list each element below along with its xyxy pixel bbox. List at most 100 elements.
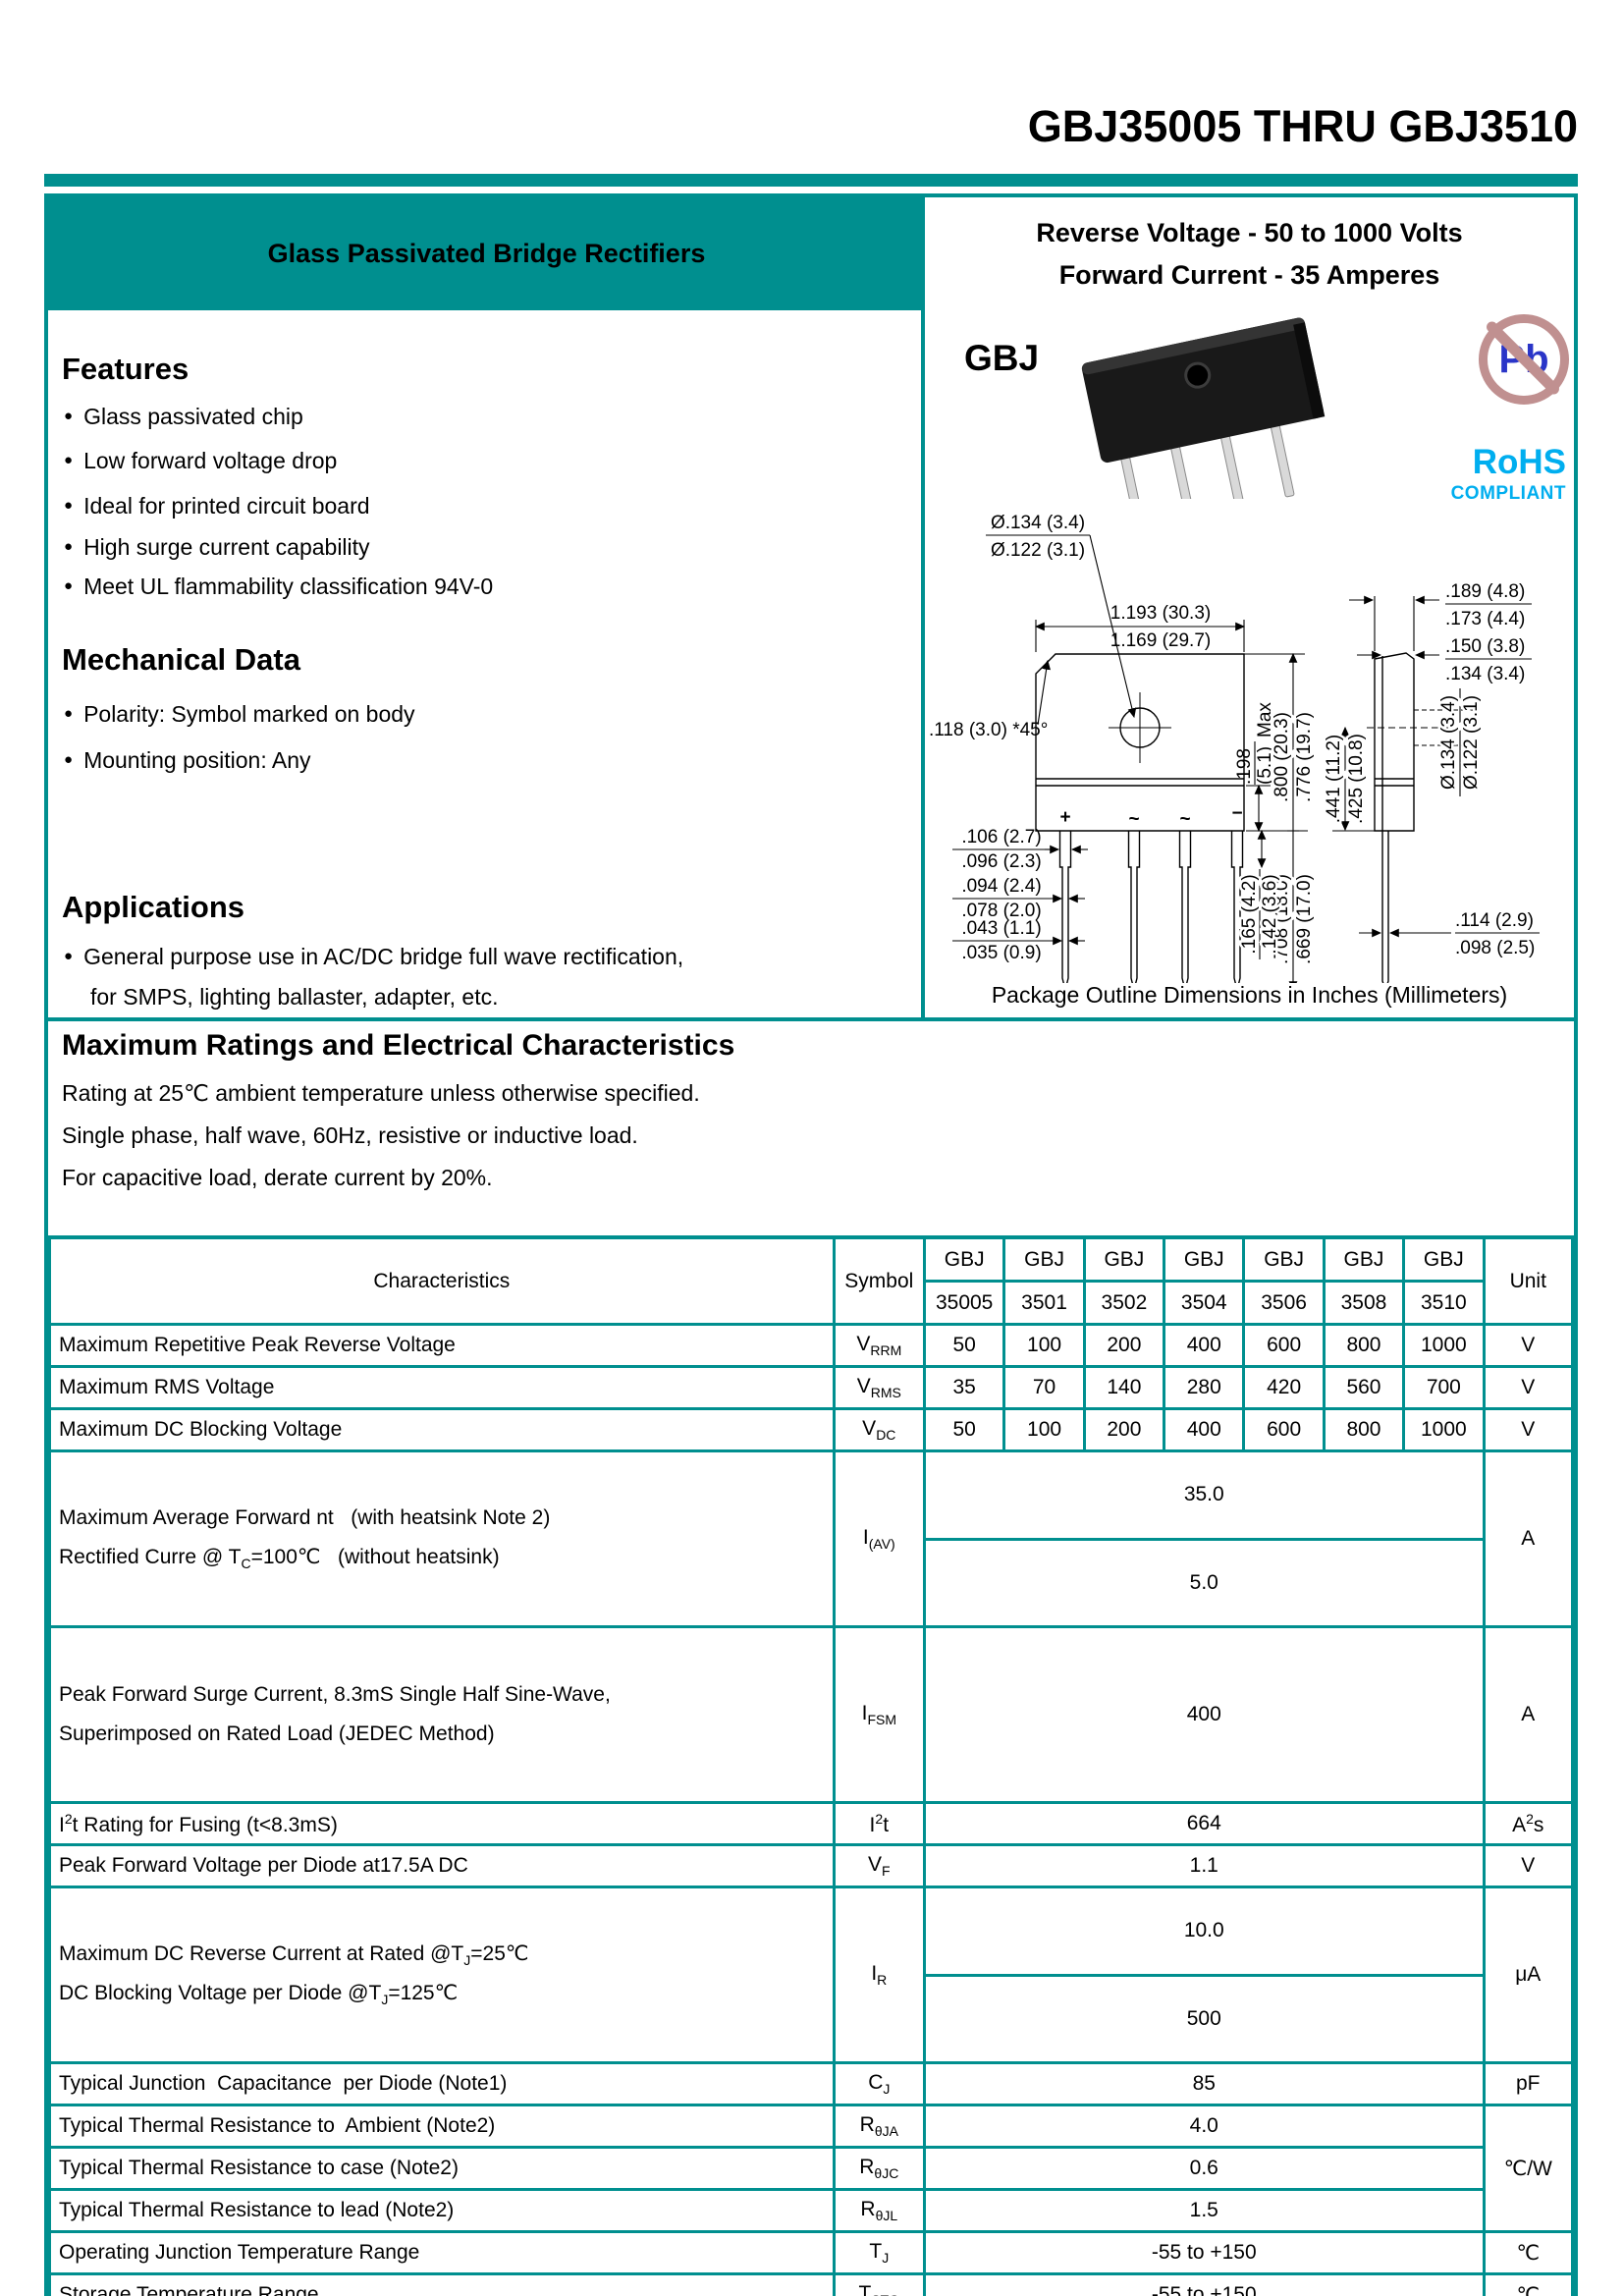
svg-text:.043 (1.1): .043 (1.1)	[961, 918, 1041, 939]
ratings-section: Maximum Ratings and Electrical Character…	[48, 1017, 1574, 1235]
svg-text:Ø.122 (3.1): Ø.122 (3.1)	[991, 540, 1085, 561]
package-name: GBJ	[964, 338, 1040, 378]
symbol-cell: VDC	[832, 1407, 927, 1452]
svg-text:.189 (4.8): .189 (4.8)	[1445, 581, 1525, 602]
svg-text:.098 (2.5): .098 (2.5)	[1455, 938, 1535, 958]
svg-text:1.193 (30.3): 1.193 (30.3)	[1110, 603, 1211, 624]
symbol-cell: VF	[832, 1843, 927, 1888]
mechanical-item: Polarity: Symbol marked on body	[64, 701, 415, 728]
svg-text:.096 (2.3): .096 (2.3)	[961, 851, 1041, 872]
svg-text:.094 (2.4): .094 (2.4)	[961, 876, 1041, 897]
svg-text:Ø.134 (3.4): Ø.134 (3.4)	[1438, 695, 1459, 790]
package-caption: Package Outline Dimensions in Inches (Mi…	[991, 982, 1508, 1008]
col-unit: Unit	[1482, 1235, 1575, 1326]
feature-item: Meet UL flammability classification 94V-…	[64, 574, 493, 600]
table-row-tj: Operating Junction Temperature Range TJ …	[48, 2230, 1575, 2275]
symbol-cell: RθJL	[832, 2188, 927, 2233]
front-view	[1035, 653, 1245, 983]
table-row-i2t: I2t Rating for Fusing (t<8.3mS) I2t 664 …	[48, 1801, 1575, 1846]
symbol-cell: RθJA	[832, 2104, 927, 2149]
package-leads	[1119, 417, 1295, 499]
svg-text:.708 (18.0): .708 (18.0)	[1272, 874, 1292, 964]
table-row-cj: Typical Junction Capacitance per Diode (…	[48, 2061, 1575, 2106]
ratings-summary: Reverse Voltage - 50 to 1000 Volts Forwa…	[925, 197, 1574, 310]
side-dimension-lines	[1332, 595, 1540, 938]
feature-item: Low forward voltage drop	[64, 448, 337, 474]
content-frame: Glass Passivated Bridge Rectifiers Rever…	[44, 193, 1578, 2296]
symbol-cell: RθJC	[832, 2146, 927, 2191]
symbol-cell: IFSM	[832, 1625, 927, 1804]
rohs-label: RoHS	[1472, 443, 1566, 481]
polarity-symbols: + ~ ~ −	[1059, 803, 1242, 830]
left-column: Features Glass passivated chip Low forwa…	[48, 310, 925, 1017]
svg-text:.173 (4.4): .173 (4.4)	[1445, 609, 1525, 629]
ac-symbol: ~	[1179, 809, 1190, 830]
mechanical-item: Mounting position: Any	[64, 747, 310, 774]
table-row-tstg: Storage Temperature Range TSTG -55 to +1…	[48, 2272, 1575, 2296]
front-dimension-labels: Ø.134 (3.4) Ø.122 (3.1) 1.193 (30.3) 1.1…	[929, 513, 1318, 966]
right-column: GBJ	[925, 310, 1574, 1017]
application-item: General purpose use in AC/DC bridge full…	[64, 944, 683, 970]
page-title: GBJ35005 THRU GBJ3510	[1027, 101, 1578, 151]
symbol-cell: I(AV)	[832, 1449, 927, 1628]
package-body	[1081, 317, 1326, 464]
package-outline-drawing: + ~ ~ −	[929, 513, 1540, 983]
body-columns: Features Glass passivated chip Low forwa…	[48, 310, 1574, 1017]
mechanical-heading: Mechanical Data	[62, 642, 300, 677]
feature-item: Glass passivated chip	[64, 404, 303, 430]
symbol-cell: TJ	[832, 2230, 927, 2275]
svg-text:.106 (2.7): .106 (2.7)	[961, 827, 1041, 847]
svg-text:.425 (10.8): .425 (10.8)	[1346, 734, 1367, 824]
col-characteristics: Characteristics	[48, 1235, 836, 1326]
svg-text:.142 (3.6): .142 (3.6)	[1260, 874, 1280, 954]
svg-text:.776 (19.7): .776 (19.7)	[1294, 712, 1315, 802]
pb-free-logo: Pb	[1477, 312, 1571, 407]
applications-heading: Applications	[62, 890, 245, 924]
symbol-cell: VRMS	[832, 1365, 927, 1410]
svg-text:.800 (20.3): .800 (20.3)	[1272, 712, 1292, 802]
table-row-rthja: Typical Thermal Resistance to Ambient (N…	[48, 2104, 1575, 2233]
header-row: Glass Passivated Bridge Rectifiers Rever…	[48, 197, 1574, 310]
table-row-rthjl: Typical Thermal Resistance to lead (Note…	[48, 2188, 1573, 2233]
ac-symbol: ~	[1128, 809, 1139, 830]
table-row-ir: Maximum DC Reverse Current at Rated @TJ=…	[48, 1886, 1575, 2064]
svg-text:Ø.122 (3.1): Ø.122 (3.1)	[1461, 695, 1482, 790]
product-name: Glass Passivated Bridge Rectifiers	[48, 197, 925, 310]
forward-current-line: Forward Current - 35 Amperes	[1058, 259, 1440, 290]
svg-text:Ø.134 (3.4): Ø.134 (3.4)	[991, 513, 1085, 533]
feature-item: High surge current capability	[64, 534, 369, 561]
svg-text:.150 (3.8): .150 (3.8)	[1445, 636, 1525, 657]
table-row-vrrm: Maximum Repetitive Peak Reverse Voltage …	[48, 1323, 1575, 1368]
ratings-heading: Maximum Ratings and Electrical Character…	[62, 1029, 735, 1062]
svg-text:.441 (11.2): .441 (11.2)	[1324, 735, 1344, 823]
plus-symbol: +	[1059, 807, 1070, 828]
ratings-condition: For capacitive load, derate current by 2…	[62, 1165, 493, 1190]
symbol-cell: IR	[832, 1886, 927, 2064]
svg-text:1.169 (29.7): 1.169 (29.7)	[1110, 630, 1211, 651]
symbol-cell: I2t	[832, 1801, 927, 1846]
features-heading: Features	[62, 352, 189, 386]
title-divider-bar	[44, 174, 1578, 187]
table-row-iav-2: 5.0	[50, 1537, 1573, 1628]
side-dimension-labels: .189 (4.8) .173 (4.4) .150 (3.8) .134 (3…	[1322, 581, 1536, 958]
rohs-compliant-label: COMPLIANT	[1450, 483, 1566, 504]
mounting-hole	[1184, 361, 1212, 389]
pin	[1127, 831, 1141, 983]
package-photo	[1081, 317, 1326, 499]
table-row-ifsm: Peak Forward Surge Current, 8.3mS Single…	[48, 1625, 1575, 1804]
minus-symbol: −	[1231, 803, 1242, 824]
svg-text:.669 (17.0): .669 (17.0)	[1294, 874, 1315, 964]
symbol-cell: CJ	[832, 2061, 927, 2106]
svg-text:.198: .198	[1234, 748, 1255, 785]
